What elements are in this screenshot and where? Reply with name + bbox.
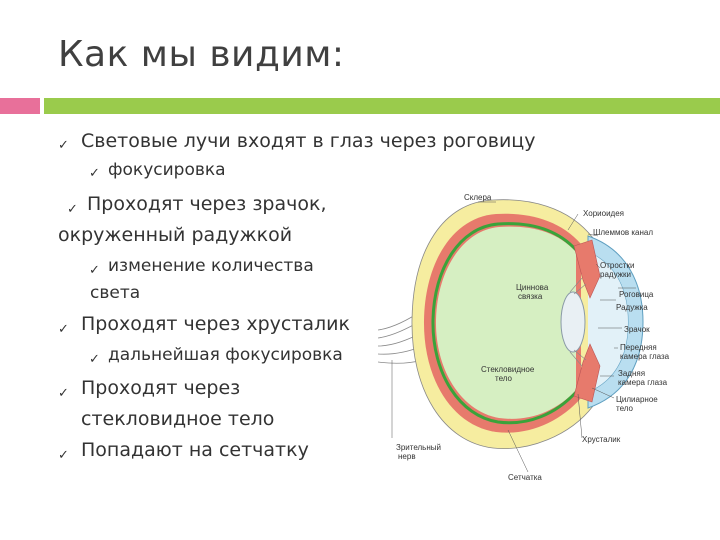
bullet-2-line-1: Проходят через зрачок, — [87, 193, 327, 215]
bullet-4-line-2: стекловидное тело — [81, 408, 275, 430]
bullet-1: Световые лучи входят в глаз через рогови… — [81, 130, 536, 152]
label-schlemm: Шлеммов канал — [593, 228, 653, 237]
label-anterior-chamber: Передняя — [620, 343, 657, 352]
iris-bottom — [573, 343, 601, 403]
label-choroid: Хориоидея — [583, 209, 624, 218]
iris-top — [573, 239, 601, 299]
sub-bullet-2-line-1: изменение количества — [108, 256, 314, 276]
check-icon: ✓ — [58, 138, 69, 153]
accent-bar-pink — [0, 98, 40, 114]
label-cornea: Роговица — [619, 290, 654, 299]
retina — [431, 222, 578, 425]
label-posterior-chamber-2: камера глаза — [618, 378, 668, 387]
sub-bullet-2-line-2: света — [90, 283, 141, 303]
label-anterior-chamber-2: камера глаза — [620, 352, 670, 361]
label-zinn: Циннова — [516, 283, 549, 292]
check-icon: ✓ — [89, 166, 100, 181]
label-lens: Хрусталик — [582, 435, 621, 444]
check-icon: ✓ — [89, 263, 100, 278]
label-vitreous: Стекловидное — [481, 365, 535, 374]
leader-lines — [391, 201, 636, 473]
label-ciliary-2: тело — [616, 404, 634, 413]
label-iris: Радужка — [616, 303, 648, 312]
sub-bullet-3: дальнейшая фокусировка — [108, 345, 343, 365]
check-icon: ✓ — [67, 202, 78, 217]
eye-diagram: Склера Хориоидея Шлеммов канал Отростки … — [378, 193, 670, 482]
bullet-4-line-1: Проходят через — [81, 377, 241, 399]
label-sclera: Склера — [464, 193, 492, 202]
bullet-3: Проходят через хрусталик — [81, 313, 350, 335]
label-vitreous-2: тело — [495, 374, 513, 383]
anterior-chamber — [588, 252, 628, 392]
label-iris-processes: Отростки — [600, 261, 634, 270]
label-retina: Сетчатка — [508, 473, 542, 482]
slide-title: Как мы видим: — [58, 34, 345, 75]
check-icon: ✓ — [58, 322, 69, 337]
check-icon: ✓ — [58, 386, 69, 401]
accent-bar-green — [44, 98, 720, 114]
label-zinn-2: связка — [518, 292, 543, 301]
zinn-ligament — [569, 277, 587, 367]
bullet-5: Попадают на сетчатку — [81, 439, 309, 461]
label-optic-nerve: Зрительный — [396, 443, 441, 452]
label-posterior-chamber: Задняя — [618, 369, 645, 378]
label-ciliary: Цилиарное — [616, 395, 658, 404]
bullet-2-line-2: окруженный радужкой — [58, 224, 293, 246]
check-icon: ✓ — [89, 352, 100, 367]
label-pupil: Зрачок — [624, 325, 650, 334]
sub-bullet-1: фокусировка — [108, 160, 226, 180]
label-iris-processes-2: радужки — [600, 270, 631, 279]
label-optic-nerve-2: нерв — [398, 452, 416, 461]
check-icon: ✓ — [58, 448, 69, 463]
lens — [560, 291, 586, 353]
vitreous-body — [435, 226, 576, 419]
